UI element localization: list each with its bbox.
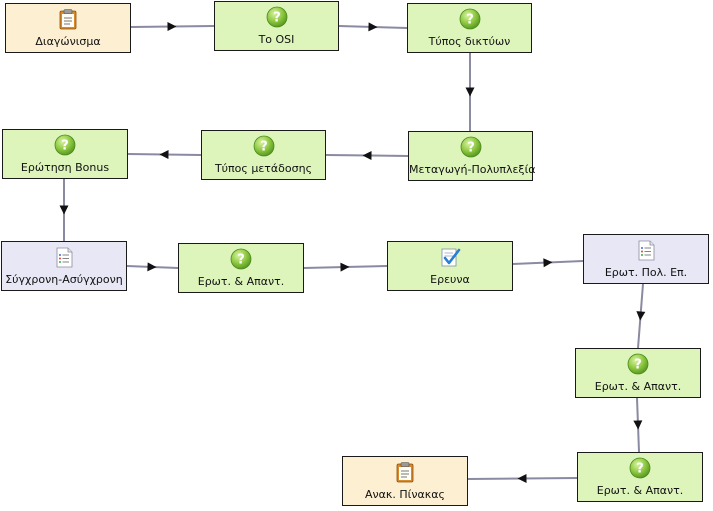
- node-erevna[interactable]: Ερευνα: [387, 241, 513, 291]
- node-label: Μεταγωγή-Πολυπλεξία: [409, 163, 536, 176]
- arrowhead-icon: [636, 311, 646, 321]
- question-icon: ?: [54, 134, 76, 156]
- node-label: Τύπος δικτύων: [428, 35, 511, 48]
- node-metagogi-polyplexia[interactable]: ? Μεταγωγή-Πολυπλεξία: [408, 131, 536, 181]
- arrowhead-icon: [167, 22, 177, 32]
- svg-text:?: ?: [466, 13, 474, 28]
- node-label: Ερωτ. & Απαντ.: [596, 484, 684, 497]
- node-erot-apant-3[interactable]: ? Ερωτ. & Απαντ.: [577, 452, 703, 502]
- question-icon: ?: [459, 8, 481, 30]
- node-label: Ερωτ. Πολ. Επ.: [604, 266, 688, 279]
- clipboard-icon: [57, 8, 79, 30]
- clipboard-icon: [394, 461, 416, 483]
- node-label: Ερώτηση Bonus: [20, 161, 110, 174]
- node-erot-pol-ep[interactable]: Ερωτ. Πολ. Επ.: [583, 234, 709, 284]
- survey-check-icon: [439, 246, 461, 268]
- node-label: Ερωτ. & Απαντ.: [594, 380, 682, 393]
- node-label: Διαγώνισμα: [35, 35, 101, 48]
- node-sygxroni-asygxroni[interactable]: Σύγχρονη-Ασύγχρονη: [1, 241, 127, 291]
- question-icon: ?: [627, 353, 649, 375]
- arrowhead-icon: [633, 420, 643, 430]
- arrowhead-icon: [159, 150, 169, 160]
- node-typos-metadosis[interactable]: ? Τύπος μετάδοσης: [201, 130, 326, 180]
- node-label: Ερευνα: [430, 273, 470, 286]
- list-document-icon: [53, 246, 75, 268]
- node-diagonisma[interactable]: Διαγώνισμα: [5, 3, 131, 53]
- node-erotisi-bonus[interactable]: ? Ερώτηση Bonus: [2, 129, 128, 179]
- svg-text:?: ?: [467, 141, 475, 156]
- node-label: Ανακ. Πίνακας: [365, 488, 445, 501]
- arrowhead-icon: [543, 258, 553, 268]
- svg-text:?: ?: [273, 11, 281, 26]
- arrowhead-icon: [362, 151, 372, 161]
- question-icon: ?: [266, 6, 288, 28]
- question-icon: ?: [230, 248, 252, 270]
- node-anak-pinakas[interactable]: Ανακ. Πίνακας: [342, 456, 468, 506]
- svg-text:?: ?: [260, 140, 268, 155]
- node-to-osi[interactable]: ? Το OSI: [214, 1, 339, 51]
- question-icon: ?: [629, 457, 651, 479]
- node-label: Σύγχρονη-Ασύγχρονη: [5, 273, 123, 286]
- arrowhead-icon: [368, 22, 378, 32]
- question-icon: ?: [460, 136, 482, 158]
- node-erot-apant-1[interactable]: ? Ερωτ. & Απαντ.: [178, 243, 304, 293]
- node-label: Ερωτ. & Απαντ.: [197, 275, 285, 288]
- svg-text:?: ?: [634, 358, 642, 373]
- node-typos-diktyon[interactable]: ? Τύπος δικτύων: [407, 3, 532, 53]
- arrowhead-icon: [147, 262, 157, 272]
- arrowhead-icon: [340, 262, 350, 272]
- svg-text:?: ?: [636, 462, 644, 477]
- svg-text:?: ?: [237, 253, 245, 268]
- list-document-icon: [635, 239, 657, 261]
- node-label: Τύπος μετάδοσης: [214, 162, 313, 175]
- question-icon: ?: [253, 135, 275, 157]
- arrowhead-icon: [465, 87, 475, 97]
- arrowhead-icon: [517, 473, 527, 483]
- node-erot-apant-2[interactable]: ? Ερωτ. & Απαντ.: [575, 348, 701, 398]
- arrowhead-icon: [59, 205, 69, 215]
- svg-text:?: ?: [61, 139, 69, 154]
- node-label: Το OSI: [258, 33, 295, 46]
